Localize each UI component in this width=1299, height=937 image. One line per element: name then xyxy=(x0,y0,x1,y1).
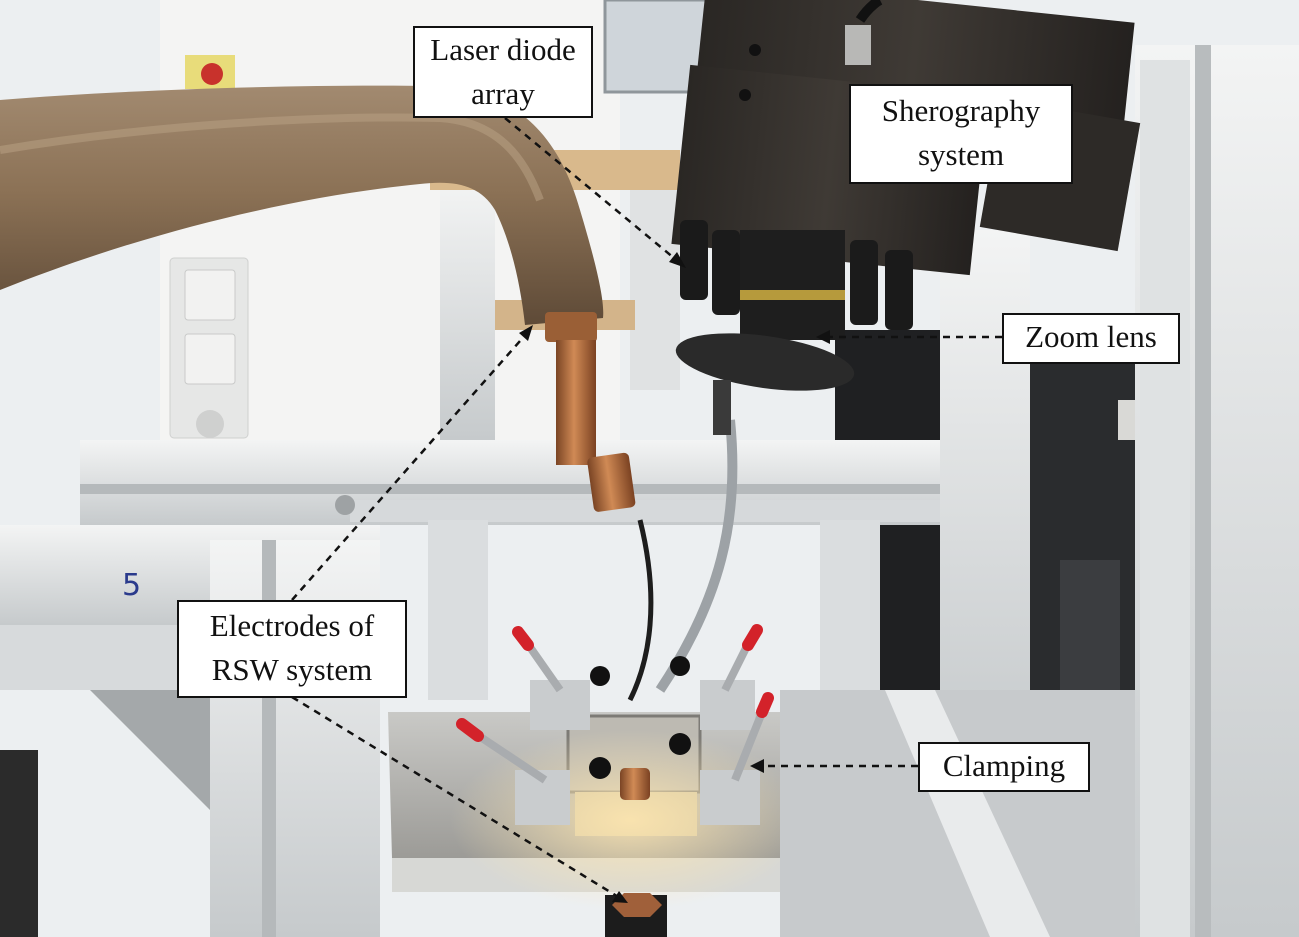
callout-electrodes-rsw-line2: RSW system xyxy=(211,652,373,687)
arrowhead-clamping xyxy=(750,759,764,773)
camera-hole xyxy=(739,89,751,101)
clamp-pad xyxy=(589,757,611,779)
tower-sticker xyxy=(1118,400,1136,440)
frame-post xyxy=(630,160,680,390)
camera-hole xyxy=(749,44,761,56)
upper-electrode-holder xyxy=(545,312,597,342)
leader-lines xyxy=(291,117,1002,900)
wall-switch xyxy=(184,333,236,385)
clamp-pad xyxy=(669,733,691,755)
callout-laser-diode-array: Laser diode array xyxy=(413,26,593,118)
frame-rail-groove xyxy=(80,484,945,494)
callout-electrodes-rsw: Electrodes of RSW system xyxy=(177,600,407,698)
callout-clamping: Clamping xyxy=(918,742,1090,792)
frame-rail-lower xyxy=(350,500,945,522)
camera-connector xyxy=(845,25,871,65)
camera-cable xyxy=(855,0,883,23)
upper-electrode-tip xyxy=(587,452,636,512)
wall-socket xyxy=(196,410,224,438)
cable-coil xyxy=(0,750,38,937)
callout-zoom-lens-label: Zoom lens xyxy=(1025,319,1157,354)
frame-bolt xyxy=(335,495,355,515)
laser-diode xyxy=(680,220,708,300)
clamp-body xyxy=(700,770,760,825)
clamp-pad xyxy=(670,656,690,676)
rsw-upper-arm-highlight xyxy=(0,113,544,202)
lens-mount-post xyxy=(713,380,731,435)
clamp-handle xyxy=(756,692,774,718)
frame-rail-left-lower xyxy=(0,625,210,690)
frame-post xyxy=(940,230,1030,760)
callout-sherography-system: Sherography system xyxy=(849,84,1073,184)
zoom-lens-ring xyxy=(740,290,845,300)
callout-sherography-system-line1: Sherography xyxy=(881,93,1041,128)
zoom-lens-front xyxy=(675,333,855,391)
laser-diode xyxy=(885,250,913,330)
frame-column-right-inner xyxy=(1140,60,1190,937)
laser-diode xyxy=(712,230,740,315)
frame-post xyxy=(440,180,495,440)
toggle-clamps xyxy=(456,624,774,825)
leader-arrowheads xyxy=(519,252,830,903)
cable xyxy=(655,419,738,693)
arrowhead-laser xyxy=(669,252,686,268)
laser-diode xyxy=(850,240,878,325)
upper-electrode-shaft xyxy=(556,340,596,465)
callout-zoom-lens: Zoom lens xyxy=(1002,313,1180,364)
lower-electrode-tip-visible xyxy=(620,768,650,800)
emergency-stop-button xyxy=(201,63,223,85)
clamp-handle xyxy=(742,624,763,651)
cable xyxy=(627,519,654,702)
arrowhead-electrode-lower xyxy=(612,891,628,903)
frame-gusset xyxy=(90,690,210,810)
frame-post xyxy=(428,520,488,700)
zoom-lens-barrel xyxy=(740,230,845,340)
clamp-handle xyxy=(512,626,534,651)
clamp-handle xyxy=(456,718,484,742)
callout-clamping-label: Clamping xyxy=(942,748,1066,783)
arrowhead-electrode-upper xyxy=(519,325,533,341)
callout-laser-diode-array-line2: array xyxy=(471,76,535,111)
callout-sherography-system-line2: system xyxy=(917,137,1005,172)
clamp-pad xyxy=(590,666,610,686)
laser-diode-array-group xyxy=(680,220,913,330)
frame-column-groove xyxy=(1195,45,1211,937)
callout-electrodes-rsw-line1: Electrodes of xyxy=(209,608,375,643)
rsw-upper-arm xyxy=(0,85,604,326)
arrowhead-zoom xyxy=(816,330,830,344)
wall-switch xyxy=(184,269,236,321)
callout-laser-diode-array-line1: Laser diode xyxy=(430,32,576,67)
frame-post xyxy=(820,520,880,700)
frame-mark-left: 5 xyxy=(122,568,141,603)
